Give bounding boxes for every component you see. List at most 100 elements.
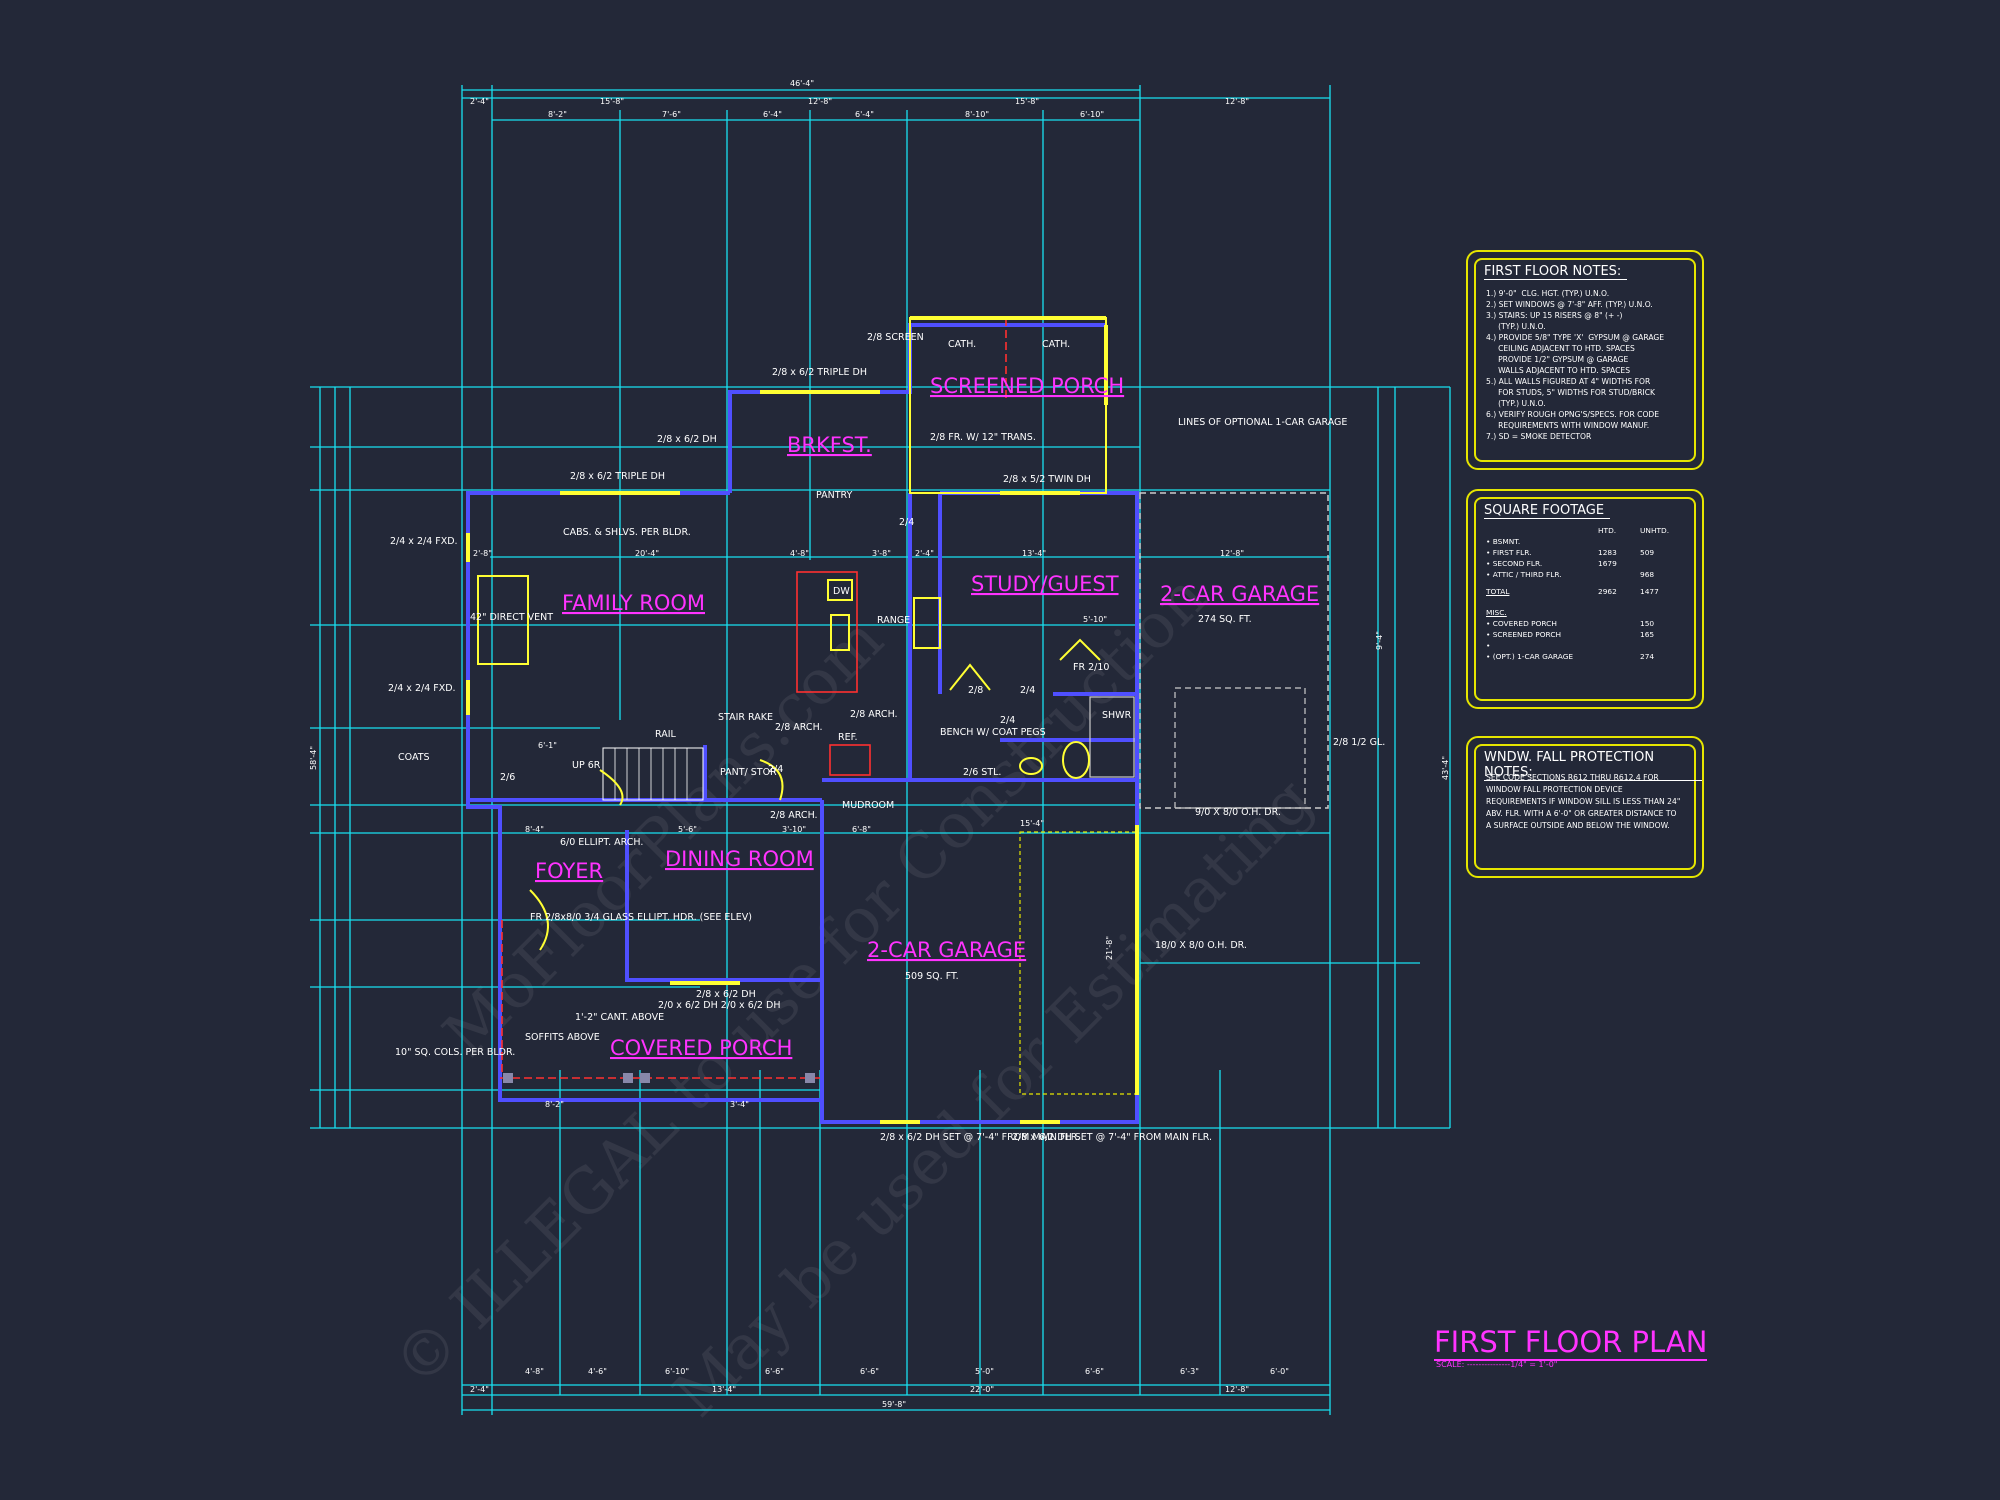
lbl-ref: REF. — [838, 732, 858, 743]
dim-bottom2-seg-5: 5'-0" — [975, 1367, 994, 1376]
lbl-cols: 10" SQ. COLS. PER BLDR. — [395, 1047, 515, 1058]
note-item: 6.) VERIFY ROUGH OPNG'S/SPECS. FOR CODE — [1486, 410, 1660, 419]
dim-top-seg-0: 2'-4" — [470, 97, 489, 106]
dim-bottom-seg-3: 12'-8" — [1225, 1385, 1249, 1394]
shower — [1089, 696, 1135, 778]
annotations: 2/8 x 6/2 TRIPLE DH 2/8 SCREEN CATH. CAT… — [388, 332, 1385, 1143]
dim-bottom-overall: 59'-8" — [882, 1400, 906, 1409]
dim-bottom2-seg-3: 6'-6" — [765, 1367, 784, 1376]
dim-bottom2-seg-6: 6'-6" — [1085, 1367, 1104, 1376]
room-garage-main: 2-CAR GARAGE — [867, 938, 1026, 962]
note-item: 5.) ALL WALLS FIGURED AT 4" WIDTHS FOR — [1486, 377, 1651, 386]
room-brkfst: BRKFST. — [787, 433, 872, 457]
dim-top2-seg-5: 6'-10" — [1080, 110, 1104, 119]
note-item: 3.) STAIRS: UP 15 RISERS @ 8" (+ -) — [1486, 311, 1623, 320]
dim-top-seg-2: 12'-8" — [808, 97, 832, 106]
lbl-pantry: PANTRY — [816, 490, 853, 501]
optional-garage-outline — [1139, 492, 1329, 809]
sqft-misc-row: • — [1486, 641, 1491, 650]
fixtures — [477, 571, 1135, 1083]
lbl-dh-bottom-2: 2/8 x 6/2 DH SET @ 7'-4" FROM MAIN FLR. — [1012, 1132, 1212, 1143]
lbl-ellipt: 6/0 ELLIPT. ARCH. — [560, 837, 643, 848]
dim-inner-6: 12'-8" — [1220, 549, 1244, 558]
note-item: CEILING ADJACENT TO HTD. SPACES — [1486, 344, 1635, 353]
lbl-dh-pair: 2/0 x 6/2 DH 2/0 x 6/2 DH — [658, 1000, 780, 1011]
room-covered-porch: COVERED PORCH — [610, 1036, 792, 1060]
lbl-twin-dh: 2/8 x 5/2 TWIN DH — [1003, 474, 1091, 485]
lbl-dh-bottom-1: 2/8 x 6/2 DH SET @ 7'-4" FROM MAIN FLR. — [880, 1132, 1080, 1143]
dim-bottom-seg-2: 22'-0" — [970, 1385, 994, 1394]
room-labels: BRKFST. SCREENED PORCH FAMILY ROOM STUDY… — [535, 374, 1319, 1060]
dim-top2-seg-1: 7'-6" — [662, 110, 681, 119]
first-floor-notes-title: FIRST FLOOR NOTES: — [1484, 264, 1628, 280]
lbl-direct-vent: 42" DIRECT VENT — [470, 612, 553, 623]
lbl-range: RANGE — [877, 615, 910, 626]
lbl-triple-dh-top: 2/8 x 6/2 TRIPLE DH — [772, 367, 867, 378]
note-item: 1.) 9'-0" CLG. HGT. (TYP.) U.N.O. — [1486, 289, 1610, 298]
dim-left-overall: 58'-4" — [309, 746, 318, 770]
dim-bottom2-seg-7: 6'-3" — [1180, 1367, 1199, 1376]
dim-top2-seg-2: 6'-4" — [763, 110, 782, 119]
dim-top2-seg-0: 8'-2" — [548, 110, 567, 119]
first-floor-notes-box: FIRST FLOOR NOTES: 1.) 9'-0" CLG. HGT. (… — [1466, 250, 1704, 470]
lbl-shwr: SHWR — [1102, 710, 1132, 721]
fall-protection-text: SEE CODE SECTIONS R612 THRU R612.4 FOR W… — [1486, 773, 1681, 830]
lbl-arch-3: 2/8 ARCH. — [770, 810, 818, 821]
dim-top-seg-3: 15'-8" — [1015, 97, 1039, 106]
dim-inner-2: 4'-8" — [790, 549, 809, 558]
column-3 — [640, 1073, 650, 1083]
dim-inner-8: 6'-1" — [538, 741, 557, 750]
staircase — [602, 747, 704, 801]
note-item: WALLS ADJACENT TO HTD. SPACES — [1486, 366, 1631, 375]
first-floor-notes-list: 1.) 9'-0" CLG. HGT. (TYP.) U.N.O. 2.) SE… — [1486, 288, 1690, 442]
dim-inner-3: 3'-8" — [872, 549, 891, 558]
column-2 — [623, 1073, 633, 1083]
plan-scale: SCALE: ---------------1/4" = 1'-0" — [1436, 1360, 1558, 1369]
dishwasher — [827, 579, 853, 601]
lbl-fxd-2: 2/4 x 2/4 FXD. — [388, 683, 456, 694]
lbl-d24a: 2/4 — [768, 764, 783, 775]
plan-title: FIRST FLOOR PLAN — [1434, 1325, 1708, 1361]
dim-inner-5: 13'-4" — [1022, 549, 1046, 558]
toilet — [1062, 741, 1090, 779]
dim-inner-0: 2'-8" — [473, 549, 492, 558]
sqft-header-row: HTD.UNHTD. — [1486, 525, 1682, 536]
room-family-room: FAMILY ROOM — [562, 591, 705, 615]
lbl-fr-door: FR 2/8x8/0 3/4 GLASS ELLIPT. HDR. (SEE E… — [530, 912, 752, 923]
dim-top-overall: 46'-4" — [790, 79, 814, 88]
lbl-dw: DW — [833, 586, 850, 597]
dim-bottom2-seg-8: 6'-0" — [1270, 1367, 1289, 1376]
lbl-cabs: CABS. & SHLVS. PER BLDR. — [563, 527, 691, 538]
lbl-d28: 2/8 — [968, 685, 983, 696]
note-item: 7.) SD = SMOKE DETECTOR — [1486, 432, 1592, 441]
lbl-fr-trans: 2/8 FR. W/ 12" TRANS. — [930, 432, 1036, 443]
note-item: 4.) PROVIDE 5/8" TYPE 'X' GYPSUM @ GARAG… — [1486, 333, 1665, 342]
column-1 — [503, 1073, 513, 1083]
room-pant-stor: PANT/ STOR — [720, 767, 777, 778]
dim-right-overall: 43'-4" — [1441, 756, 1450, 780]
sqft-col-unhtd: UNHTD. — [1640, 526, 1670, 535]
lbl-up-6r: UP 6R — [572, 760, 601, 771]
lbl-d24c: 2/4 — [1020, 685, 1035, 696]
column-4 — [805, 1073, 815, 1083]
lbl-bench: BENCH W/ COAT PEGS — [940, 727, 1046, 738]
first-floor-notes-inner — [1474, 258, 1696, 462]
lbl-lines-optional: LINES OF OPTIONAL 1-CAR GARAGE — [1178, 417, 1347, 428]
dim-bottom-seg-1: 13'-4" — [712, 1385, 736, 1394]
lbl-d24b: 2/4 — [899, 517, 914, 528]
dim-top-seg-1: 15'-8" — [600, 97, 624, 106]
dim-inner-9: 8'-4" — [525, 825, 544, 834]
lbl-d24d: 2/4 — [1000, 715, 1015, 726]
square-footage-inner — [1474, 497, 1696, 701]
dim-bottom2-seg-1: 4'-6" — [588, 1367, 607, 1376]
lbl-triple-dh-left: 2/8 x 6/2 TRIPLE DH — [570, 471, 665, 482]
lbl-arch-1: 2/8 ARCH. — [775, 722, 823, 733]
windows — [466, 316, 1139, 1124]
sqft-row: • BSMNT. — [1486, 537, 1521, 546]
room-study-guest: STUDY/GUEST — [971, 572, 1119, 596]
dim-top2-seg-4: 8'-10" — [965, 110, 989, 119]
